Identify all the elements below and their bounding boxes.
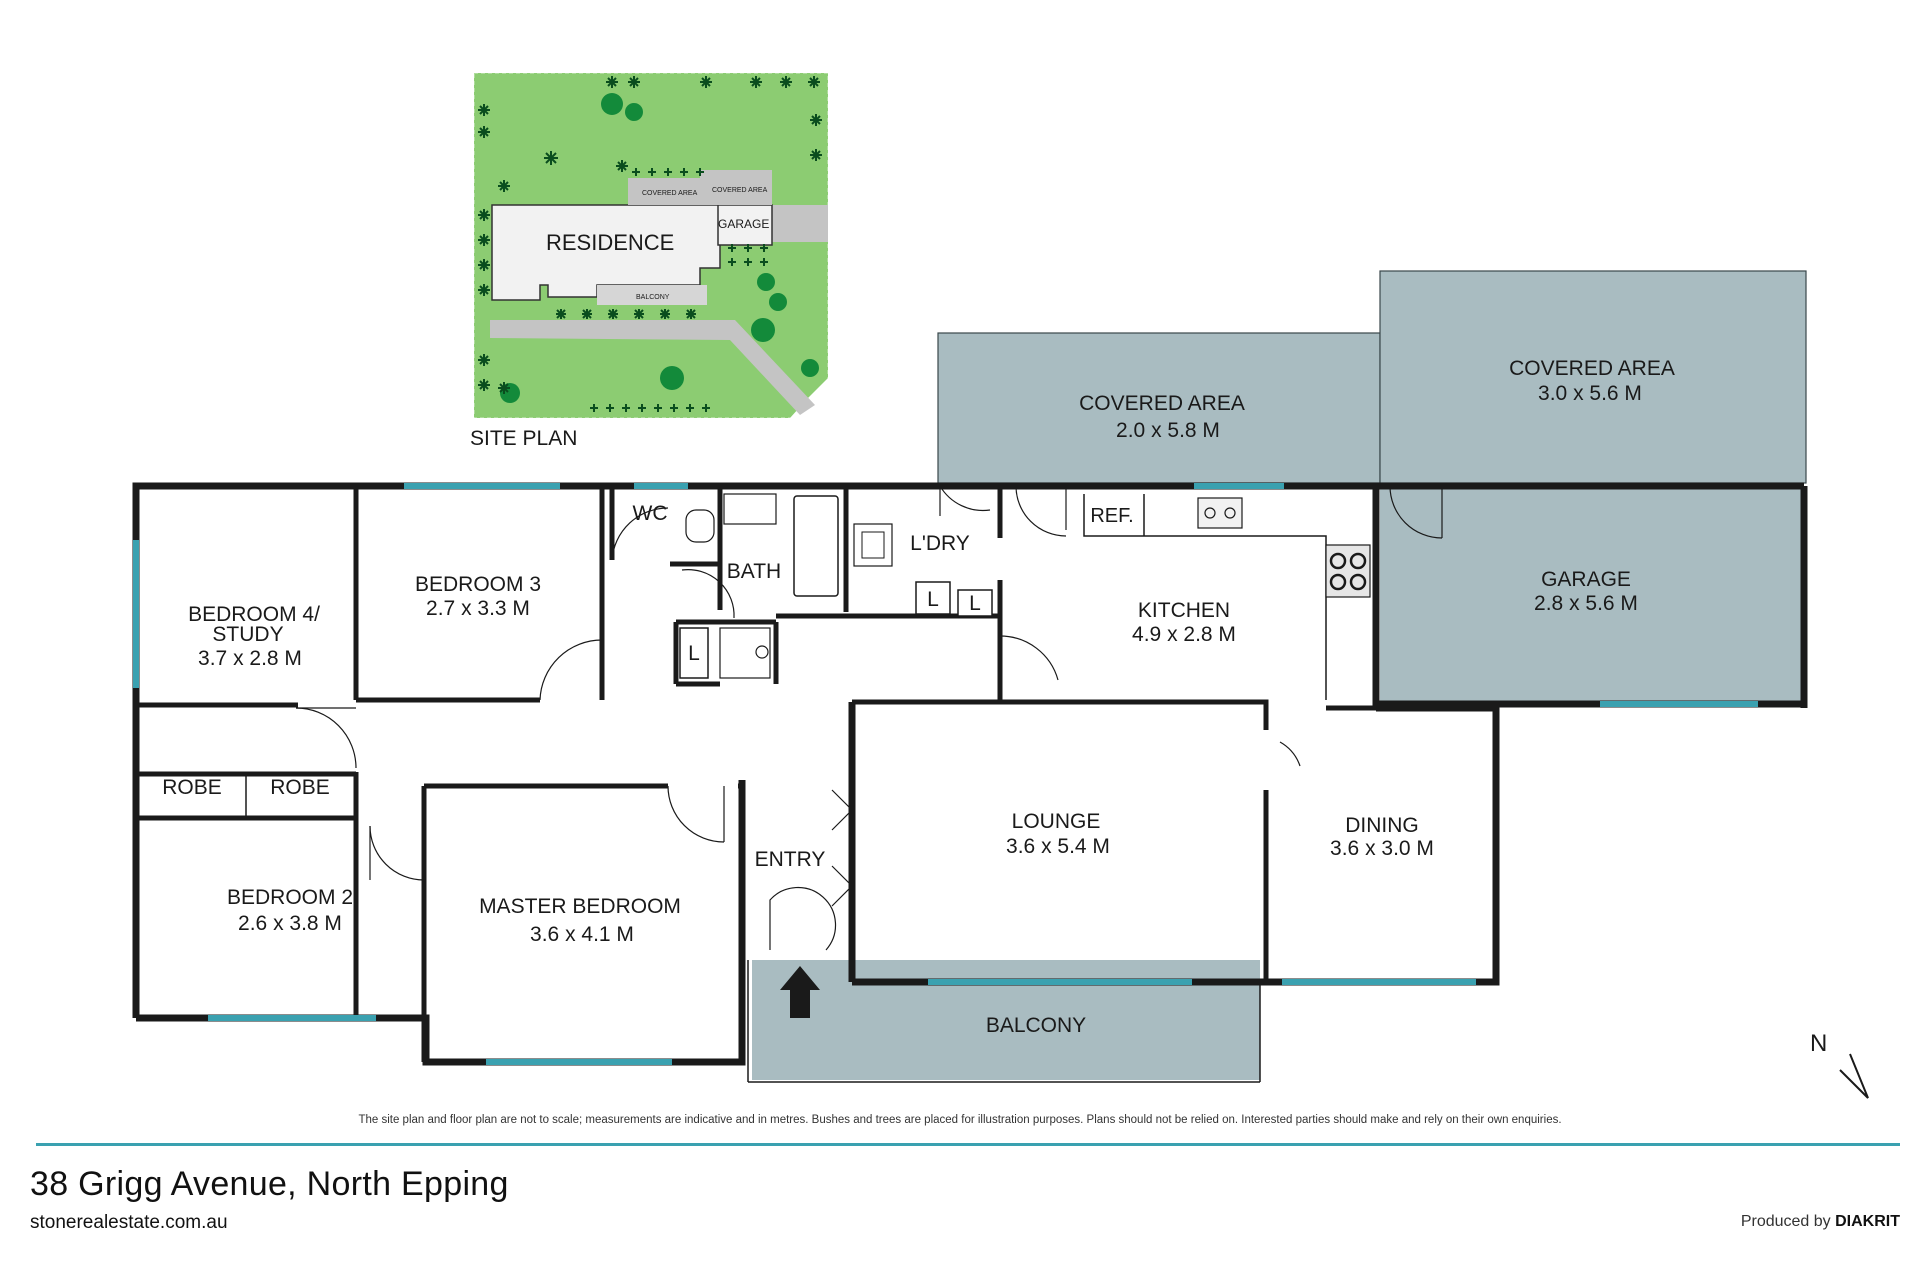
entry-arrow: [780, 966, 820, 1018]
covered-area-2: [1379, 270, 1807, 484]
garage-size: 2.8 x 5.6 M: [1534, 592, 1638, 615]
site-shrubs: [478, 76, 822, 412]
laundry-name: L'DRY: [910, 532, 970, 555]
site-covered-2-label: COVERED AREA: [712, 187, 768, 194]
balcony-name: BALCONY: [986, 1014, 1086, 1037]
covered-area-2-name: COVERED AREA: [1509, 357, 1675, 380]
master-bedroom-size: 3.6 x 4.1 M: [530, 923, 634, 946]
bedroom4-name-1: BEDROOM 4/: [188, 603, 320, 626]
site-balcony-block: [597, 285, 707, 305]
site-driveway: [768, 205, 828, 242]
bedroom4-name-2: STUDY: [212, 623, 283, 646]
laundry-tub: [853, 523, 893, 567]
agency-website: stonerealestate.com.au: [30, 1212, 228, 1233]
lounge-name: LOUNGE: [1012, 810, 1101, 833]
fixtures: [679, 493, 993, 679]
bedroom2-name: BEDROOM 2: [227, 886, 353, 909]
windows: [133, 483, 1758, 1065]
entry-name: ENTRY: [755, 848, 826, 871]
site-covered-1-label: COVERED AREA: [642, 190, 698, 197]
bedroom3-size: 2.7 x 3.3 M: [426, 597, 530, 620]
linen-1-name: L: [688, 642, 700, 665]
linen-2-name: L: [927, 588, 939, 611]
dining-name: DINING: [1345, 814, 1419, 837]
ref-name: REF.: [1090, 505, 1133, 527]
footer-rule: [36, 1143, 1900, 1146]
produced-by-brand: DIAKRIT: [1835, 1213, 1900, 1230]
site-plan: RESIDENCE GARAGE COVERED AREA COVERED AR…: [470, 72, 829, 450]
linen-cupboard-2: [915, 581, 951, 615]
site-residence-label: RESIDENCE: [546, 230, 674, 255]
site-garage-label: GARAGE: [718, 217, 769, 231]
linen-cupboard-3: [957, 589, 993, 617]
master-bedroom-name: MASTER BEDROOM: [479, 895, 681, 918]
toilet: [685, 509, 715, 543]
bedroom2-size: 2.6 x 3.8 M: [238, 912, 342, 935]
covered-area-2-size: 3.0 x 5.6 M: [1538, 382, 1642, 405]
vanity: [723, 493, 777, 525]
lounge-size: 3.6 x 5.4 M: [1006, 835, 1110, 858]
property-address: 38 Grigg Avenue, North Epping: [30, 1165, 509, 1203]
site-covered-1-block: [628, 178, 700, 205]
garage-floor: [1380, 489, 1802, 703]
bath-name: BATH: [727, 560, 781, 583]
site-trees: [500, 93, 819, 403]
site-path: [490, 320, 815, 415]
robe-1-name: ROBE: [162, 776, 222, 799]
robe-2-name: ROBE: [270, 776, 330, 799]
compass-label: N: [1810, 1030, 1827, 1057]
door-swings: [295, 485, 1443, 951]
bedroom3-name: BEDROOM 3: [415, 573, 541, 596]
site-balcony-label: BALCONY: [636, 294, 670, 301]
garage-name: GARAGE: [1541, 568, 1631, 591]
kitchen-size: 4.9 x 2.8 M: [1132, 623, 1236, 646]
site-covered-2-block: [700, 170, 772, 205]
north-arrow-icon: [1839, 1053, 1869, 1099]
interior-walls: [136, 486, 1496, 1062]
kitchen-name: KITCHEN: [1138, 599, 1230, 622]
basin: [719, 627, 771, 679]
covered-area-1: [937, 332, 1381, 484]
cooktop: [1325, 544, 1371, 598]
covered-area-1-name: COVERED AREA: [1079, 392, 1245, 415]
floor-plan: RESIDENCE GARAGE COVERED AREA COVERED AR…: [132, 72, 1869, 1099]
compass: N: [1810, 1030, 1869, 1099]
disclaimer: The site plan and floor plan are not to …: [358, 1114, 1562, 1126]
linen-cupboard-1: [679, 627, 709, 679]
room-labels: COVERED AREA 2.0 x 5.8 M COVERED AREA 3.…: [162, 357, 1675, 1037]
covered-area-1-size: 2.0 x 5.8 M: [1116, 419, 1220, 442]
wc-name: WC: [633, 502, 668, 525]
site-plan-title: SITE PLAN: [470, 427, 577, 450]
produced-by: Produced by DIAKRIT: [1741, 1213, 1900, 1231]
bedroom4-size: 3.7 x 2.8 M: [198, 647, 302, 670]
linen-3-name: L: [969, 592, 981, 615]
bath-tub: [793, 495, 839, 597]
site-boundary: [473, 72, 829, 419]
produced-by-prefix: Produced by: [1740, 1213, 1836, 1230]
dining-size: 3.6 x 3.0 M: [1330, 837, 1434, 860]
